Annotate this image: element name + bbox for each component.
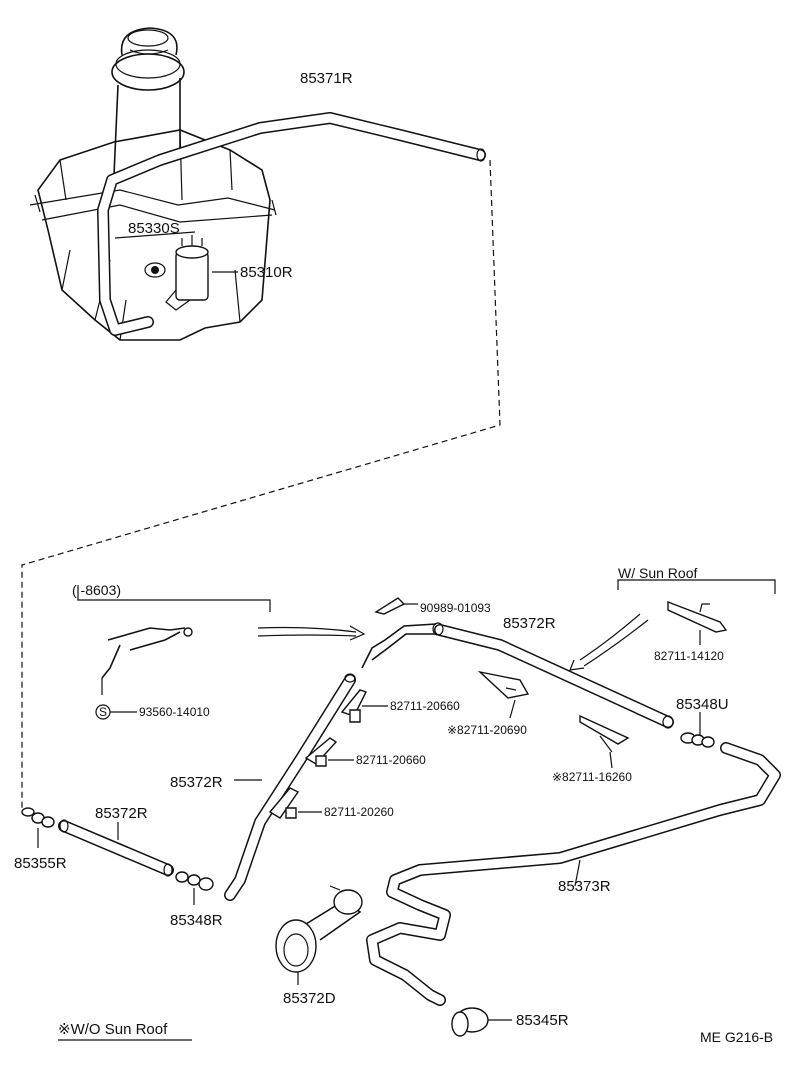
clip-82711-20660-a	[340, 689, 388, 723]
label-85372D: 85372D	[283, 990, 336, 1007]
label-82711-20690: ※82711-20690	[447, 723, 527, 737]
label-85372R-left: 85372R	[95, 805, 148, 822]
washer-motor-85310R	[165, 235, 209, 311]
label-90989-01093: 90989-01093	[420, 601, 491, 615]
nozzle-85345R	[451, 1007, 512, 1037]
label-85355R: 85355R	[14, 855, 67, 872]
hose-85372R-lower	[58, 819, 174, 877]
label-85348U: 85348U	[676, 696, 729, 713]
hose-85373R	[366, 742, 781, 1006]
direction-arrows	[257, 579, 776, 671]
clip-82711-20260	[268, 787, 322, 819]
label-82711-20660-a: 82711-20660	[390, 699, 460, 713]
label-8603-range: ( -8603)	[72, 582, 121, 598]
hose-85372R-diagonal	[224, 673, 356, 901]
clip-82711-20690	[477, 670, 530, 719]
label-85310R: 85310R	[240, 264, 293, 281]
label-82711-20260: 82711-20260	[324, 805, 394, 819]
connector-85348R	[175, 871, 214, 905]
hose-85371R	[97, 112, 486, 336]
s-mark-icon: S	[99, 705, 107, 719]
label-w-sun-roof: W/ Sun Roof	[618, 565, 697, 581]
connector-85355R	[21, 807, 55, 848]
part-labels: 85371R 85330S 85310R ( -8603) 90989-0109…	[14, 70, 729, 1029]
washer-tank	[29, 27, 277, 341]
nozzle-85372D	[275, 885, 363, 985]
label-85373R: 85373R	[558, 878, 611, 895]
dashed-leader-tank-to-connector	[21, 159, 501, 810]
clip-82711-14120	[667, 600, 728, 645]
label-85371R: 85371R	[300, 70, 353, 87]
label-93560-14010: 93560-14010	[139, 705, 210, 719]
label-82711-20660-b: 82711-20660	[356, 753, 426, 767]
label-85372R-top: 85372R	[503, 615, 556, 632]
footer: ※W/O Sun Roof ME G216-B	[58, 1021, 773, 1045]
clip-82711-20660-b	[304, 737, 354, 767]
footnote-wo-sun-roof: ※W/O Sun Roof	[58, 1021, 168, 1038]
label-82711-14120: 82711-14120	[654, 649, 724, 663]
diagram-code: ME G216-B	[700, 1029, 773, 1045]
bracket-group-8603	[77, 585, 271, 720]
label-85345R: 85345R	[516, 1012, 569, 1029]
clip-82711-16260	[579, 714, 630, 769]
s-mark-text: S	[99, 705, 107, 719]
clip-90989-01093	[374, 597, 418, 615]
hose-85372R-upper	[361, 622, 674, 729]
label-82711-16260: ※82711-16260	[552, 770, 632, 784]
connector-85348U	[680, 712, 715, 748]
label-85330S: 85330S	[128, 220, 180, 237]
label-85348R: 85348R	[170, 912, 223, 929]
label-85372R-mid: 85372R	[170, 774, 223, 791]
